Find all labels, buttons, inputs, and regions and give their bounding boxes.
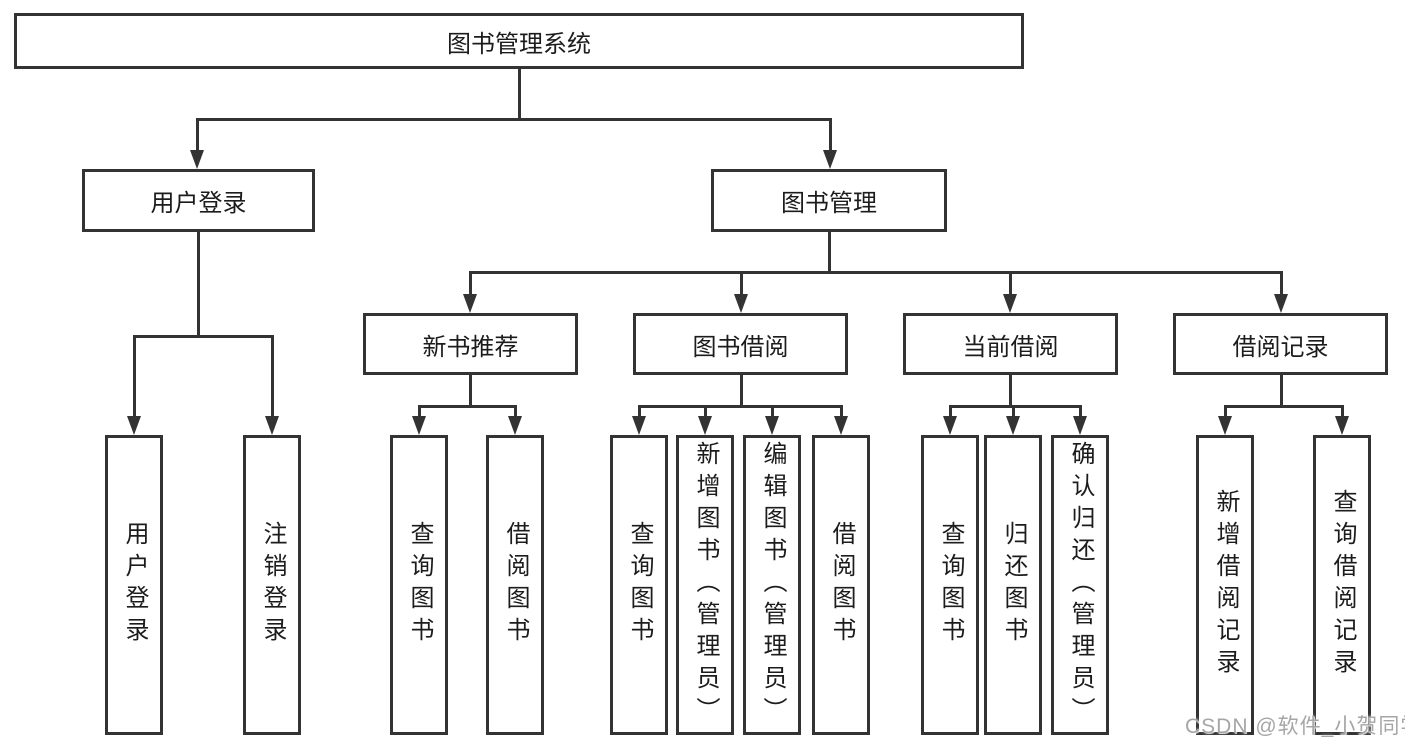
arrow-down-icon	[823, 150, 837, 169]
connector-line	[196, 118, 831, 121]
arrow-down-icon	[127, 416, 141, 435]
connector-line	[1079, 405, 1082, 421]
connector-line	[271, 335, 274, 419]
node-current-borrowing: 当前借阅	[903, 313, 1118, 375]
node-borrowing-records: 借阅记录	[1173, 313, 1388, 375]
connector-line	[196, 118, 199, 154]
connector-line	[469, 271, 1283, 274]
connector-line	[740, 374, 743, 408]
leaf-current-return-books: 归还图书	[984, 435, 1042, 735]
arrow-down-icon	[1073, 416, 1087, 435]
arrow-down-icon	[1218, 416, 1232, 435]
connector-line	[133, 335, 274, 338]
connector-line	[829, 118, 832, 154]
node-book-management: 图书管理	[711, 169, 947, 232]
leaf-current-confirm-return-admin: 确认归还（管理员）	[1051, 435, 1109, 735]
connector-line	[1224, 405, 1343, 408]
connector-line	[133, 335, 136, 419]
leaf-borrow-borrow-books: 借阅图书	[812, 435, 870, 735]
arrow-down-icon	[734, 294, 748, 313]
arrow-down-icon	[265, 416, 279, 435]
connector-line	[418, 405, 421, 421]
arrow-down-icon	[834, 416, 848, 435]
node-library-management-system: 图书管理系统	[14, 13, 1024, 69]
arrow-down-icon	[698, 416, 712, 435]
leaf-recommend-borrow-books: 借阅图书	[486, 435, 544, 735]
leaf-borrow-query-books: 查询图书	[610, 435, 668, 735]
connector-line	[469, 374, 472, 408]
arrow-down-icon	[1003, 294, 1017, 313]
connector-line	[197, 231, 200, 337]
connector-line	[1341, 405, 1344, 421]
arrow-down-icon	[632, 416, 646, 435]
arrow-down-icon	[1335, 416, 1349, 435]
connector-line	[771, 405, 774, 421]
connector-line	[704, 405, 707, 421]
leaf-logout: 注销登录	[243, 435, 301, 735]
leaf-recommend-query-books: 查询图书	[390, 435, 448, 735]
connector-line	[418, 405, 517, 408]
arrow-down-icon	[412, 416, 426, 435]
connector-line	[1009, 271, 1012, 299]
arrow-down-icon	[765, 416, 779, 435]
connector-line	[514, 405, 517, 421]
leaf-records-query-record: 查询借阅记录	[1313, 435, 1371, 735]
connector-line	[1280, 374, 1283, 408]
arrow-down-icon	[1006, 416, 1020, 435]
connector-line	[1009, 374, 1012, 408]
node-book-borrowing: 图书借阅	[633, 313, 848, 375]
connector-line	[740, 271, 743, 299]
connector-line	[828, 231, 831, 274]
connector-line	[840, 405, 843, 421]
node-new-book-recommendation: 新书推荐	[363, 313, 578, 375]
arrow-down-icon	[943, 416, 957, 435]
connector-line	[1224, 405, 1227, 421]
leaf-borrow-add-books-admin: 新增图书（管理员）	[676, 435, 734, 735]
watermark-text: CSDN @软件_小贺同学	[1185, 715, 1405, 738]
connector-line	[469, 271, 472, 299]
arrow-down-icon	[190, 150, 204, 169]
leaf-records-add-record: 新增借阅记录	[1196, 435, 1254, 735]
arrow-down-icon	[463, 294, 477, 313]
node-user-login: 用户登录	[82, 169, 315, 232]
leaf-user-login: 用户登录	[105, 435, 163, 735]
connector-line	[638, 405, 842, 408]
leaf-borrow-edit-books-admin: 编辑图书（管理员）	[743, 435, 801, 735]
leaf-current-query-books: 查询图书	[921, 435, 979, 735]
connector-line	[518, 68, 521, 121]
arrow-down-icon	[1274, 294, 1288, 313]
connector-line	[949, 405, 1081, 408]
connector-line	[1280, 271, 1283, 299]
connector-line	[1012, 405, 1015, 421]
arrow-down-icon	[508, 416, 522, 435]
connector-line	[949, 405, 952, 421]
connector-line	[638, 405, 641, 421]
